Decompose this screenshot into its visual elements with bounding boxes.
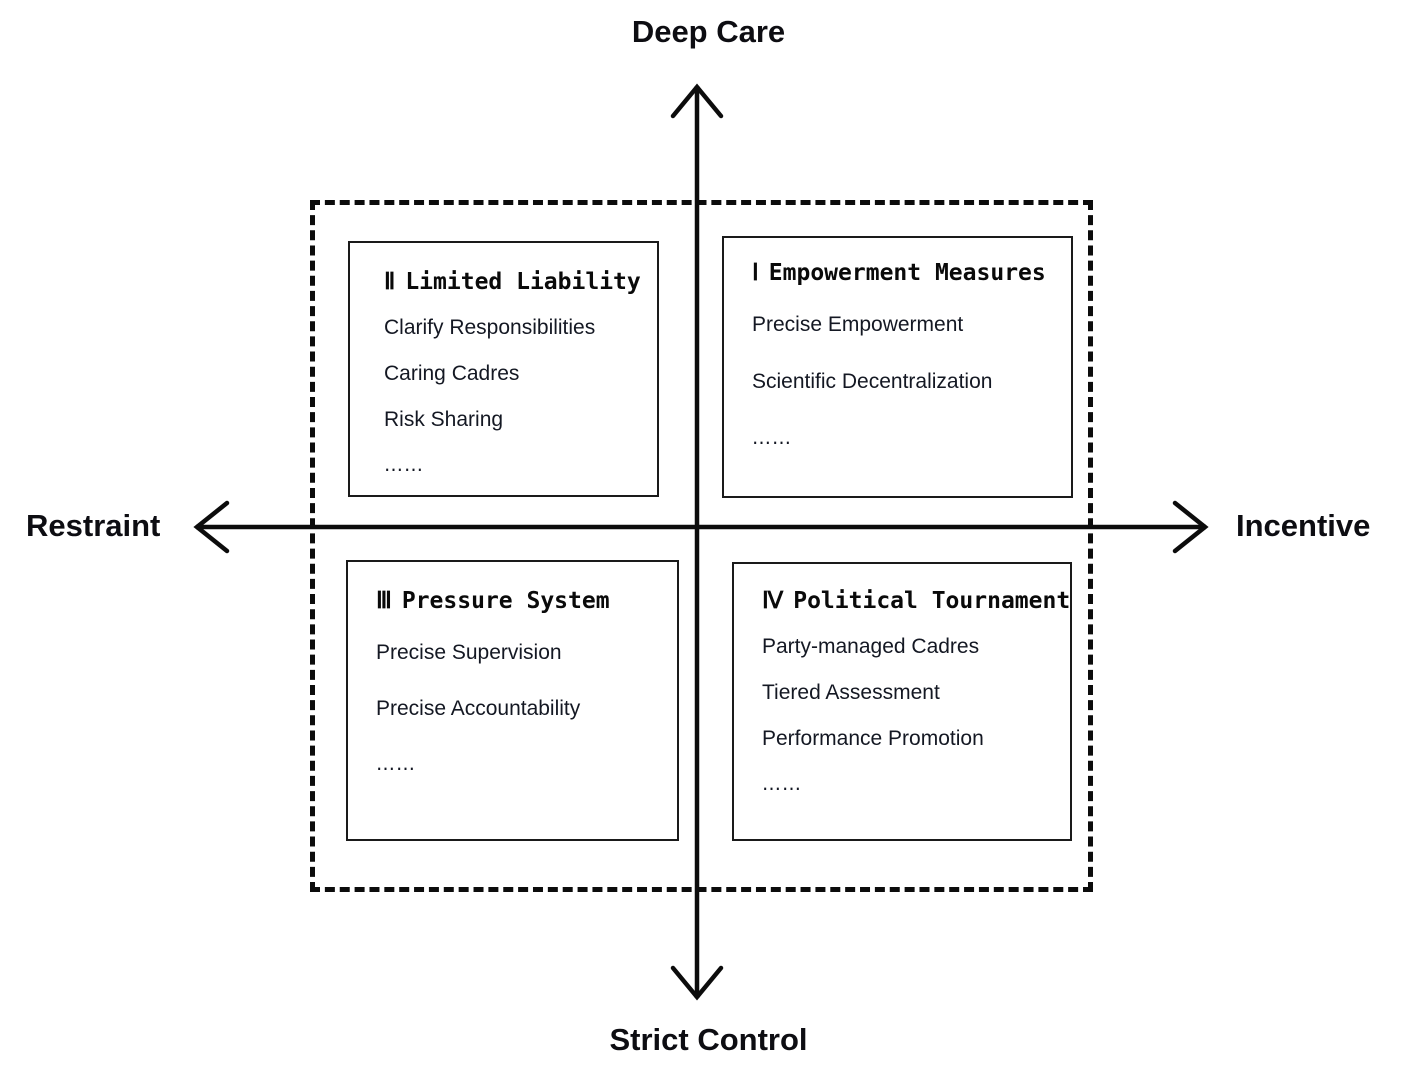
dashed-enclosure <box>310 200 1093 892</box>
list-item: Precise Supervision <box>376 641 562 664</box>
quadrant-box-2[interactable]: Ⅱ Limited Liability Clarify Responsibilit… <box>348 241 659 497</box>
quadrant-box-4[interactable]: Ⅳ Political Tournament Party-managed Cadr… <box>732 562 1072 841</box>
quadrant-1-title: Ⅰ Empowerment Measures <box>752 260 1053 286</box>
list-item: Precise Accountability <box>376 697 581 720</box>
arrowhead-right <box>1172 500 1209 554</box>
quadrant-1-item-list: Precise Empowerment Scientific Decentral… <box>752 313 1053 449</box>
quadrant-3-numeral: Ⅲ <box>376 588 392 614</box>
quadrant-3-item-list: Precise Supervision Precise Accountabili… <box>376 641 659 775</box>
list-item-ellipsis: …… <box>762 773 802 795</box>
list-item: Tiered Assessment <box>762 681 940 704</box>
quadrant-4-title: Ⅳ Political Tournament <box>762 588 1070 614</box>
quadrant-2-title-text: Limited Liability <box>405 269 641 295</box>
quadrant-2-content: Ⅱ Limited Liability Clarify Responsibilit… <box>350 243 657 498</box>
list-item-ellipsis: …… <box>752 427 792 449</box>
quadrant-1-numeral: Ⅰ <box>752 260 759 286</box>
quadrant-4-numeral: Ⅳ <box>762 588 784 614</box>
axis-label-bottom: Strict Control <box>609 1022 808 1057</box>
quadrant-3-title: Ⅲ Pressure System <box>376 588 659 614</box>
quadrant-1-content: Ⅰ Empowerment Measures Precise Empowermen… <box>724 238 1071 482</box>
arrowhead-left <box>193 500 230 554</box>
list-item: Risk Sharing <box>384 408 504 431</box>
list-item: Party-managed Cadres <box>762 635 980 658</box>
quadrant-3-title-text: Pressure System <box>401 588 610 614</box>
quadrant-1-title-text: Empowerment Measures <box>768 260 1046 286</box>
list-item: Performance Promotion <box>762 727 984 750</box>
axis-label-right: Incentive <box>1236 508 1371 543</box>
axis-label-left: Restraint <box>26 508 161 543</box>
list-item: Scientific Decentralization <box>752 370 993 393</box>
list-item-ellipsis: …… <box>384 454 424 476</box>
arrowhead-down <box>670 965 724 1001</box>
quadrant-4-content: Ⅳ Political Tournament Party-managed Cadr… <box>734 564 1070 817</box>
quadrant-2-numeral: Ⅱ <box>384 269 396 295</box>
axis-label-top: Deep Care <box>631 14 786 49</box>
quadrant-2-title: Ⅱ Limited Liability <box>384 269 641 295</box>
quadrant-4-title-text: Political Tournament <box>793 588 1071 614</box>
arrowhead-up <box>670 83 724 119</box>
quadrant-3-content: Ⅲ Pressure System Precise Supervision Pre… <box>348 562 677 807</box>
quadrant-box-3[interactable]: Ⅲ Pressure System Precise Supervision Pre… <box>346 560 679 841</box>
list-item: Clarify Responsibilities <box>384 316 596 339</box>
list-item-ellipsis: …… <box>376 753 416 775</box>
quadrant-4-item-list: Party-managed Cadres Tiered Assessment P… <box>762 635 1052 795</box>
list-item: Caring Cadres <box>384 362 520 385</box>
list-item: Precise Empowerment <box>752 313 964 336</box>
quadrant-box-1[interactable]: Ⅰ Empowerment Measures Precise Empowermen… <box>722 236 1073 498</box>
quadrant-2-item-list: Clarify Responsibilities Caring Cadres R… <box>384 316 639 476</box>
